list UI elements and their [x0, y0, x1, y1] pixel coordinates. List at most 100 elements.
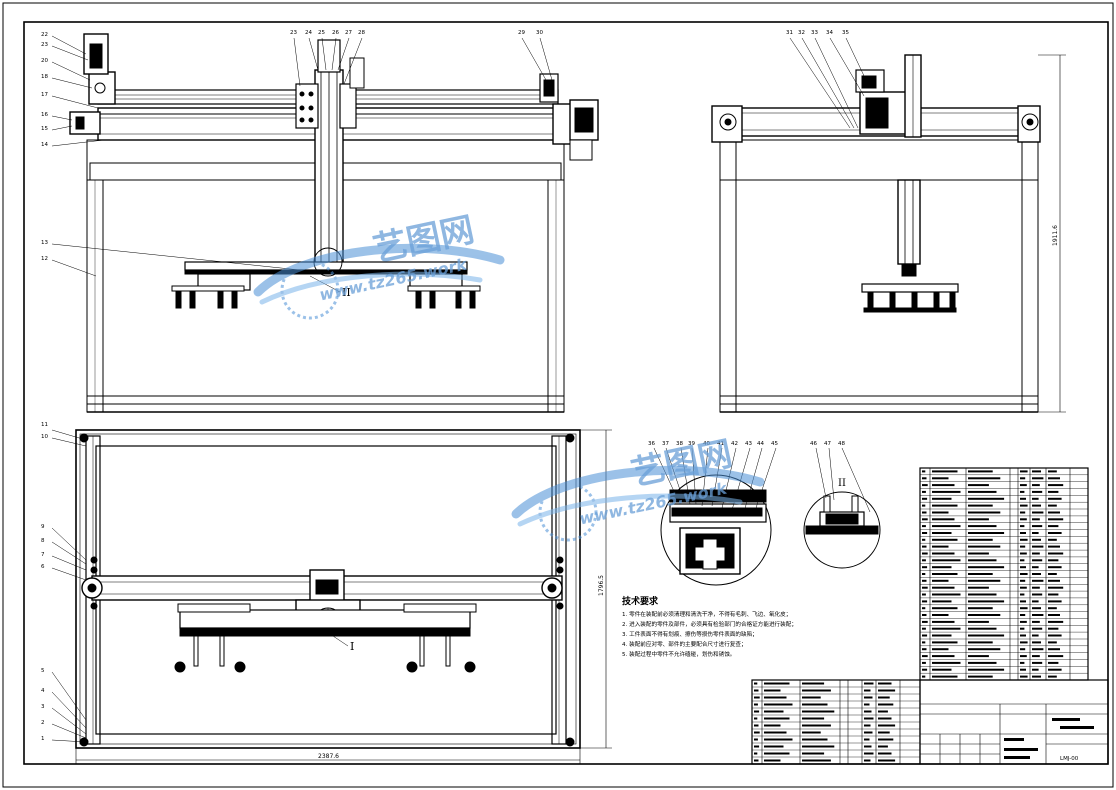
bom-cell-mark: [1032, 552, 1040, 555]
bom-cell-mark: [1048, 545, 1060, 548]
bom-cell-mark: [968, 559, 997, 562]
bom-cell-mark: [922, 641, 926, 644]
bom-cell-mark: [864, 689, 871, 692]
watermark-logo-2: [511, 465, 765, 542]
callout-number: 1: [41, 736, 45, 742]
callout-number: 47: [824, 441, 831, 447]
bom-cell-mark: [754, 689, 759, 692]
bom-cell-mark: [878, 682, 892, 685]
bom-cell-mark: [1032, 614, 1044, 616]
bom-cell-mark: [764, 710, 784, 713]
bom-cell-mark: [968, 497, 1005, 500]
bom-cell-mark: [1032, 600, 1039, 603]
bom-cell-mark: [1020, 675, 1028, 678]
detail-label-ii: II: [342, 286, 351, 299]
bom-cell-mark: [764, 752, 790, 755]
bom-cell-mark: [1020, 593, 1025, 596]
bom-cell-mark: [1032, 484, 1040, 487]
bom-cell-mark: [922, 579, 927, 582]
callout-number: 30: [536, 30, 543, 36]
bom-cell-mark: [878, 759, 896, 762]
bom-cell-mark: [1032, 634, 1039, 637]
callout-number: 43: [745, 441, 752, 447]
bom-cell-mark: [1032, 641, 1041, 644]
bom-cell-mark: [1020, 490, 1025, 493]
bom-cell-mark: [1032, 661, 1043, 664]
bom-cell-mark: [1032, 675, 1041, 678]
bom-cell-mark: [1048, 573, 1057, 575]
bom-cell-mark: [922, 593, 926, 596]
bom-cell-mark: [932, 627, 961, 630]
bom-cell-mark: [1048, 600, 1062, 603]
bom-cell-mark: [968, 484, 989, 487]
bom-cell-mark: [1048, 566, 1062, 569]
bom-cell-mark: [1020, 661, 1025, 664]
bom-cell-mark: [864, 731, 873, 734]
bom-cell-mark: [932, 668, 952, 671]
bom-cell-mark: [1032, 573, 1041, 575]
bom-cell-mark: [802, 745, 835, 748]
bom-cell-mark: [1048, 641, 1057, 644]
bom-cell-mark: [1032, 668, 1039, 671]
bom-cell-mark: [932, 532, 952, 534]
bom-cell-mark: [864, 745, 872, 748]
tech-item: 3. 工件表面不得有划痕、擦伤等损伤零件表面的缺陷；: [622, 632, 758, 638]
bom-cell-mark: [922, 470, 926, 473]
bom-cell-mark: [1020, 552, 1027, 555]
bom-cell-mark: [754, 759, 759, 762]
bom-cell-mark: [764, 745, 784, 748]
bom-cell-mark: [1032, 579, 1044, 582]
bom-cell-mark: [932, 484, 955, 487]
bom-cell-mark: [922, 566, 928, 569]
bom-cell-mark: [754, 682, 758, 685]
bom-cell-mark: [802, 717, 825, 720]
bom-cell-mark: [932, 497, 952, 500]
bom-cell-mark: [1048, 668, 1062, 671]
bom-cell-mark: [1048, 661, 1059, 664]
bom-cell-mark: [864, 759, 871, 762]
callout-number: 46: [810, 441, 817, 447]
bom-cell-mark: [1048, 532, 1062, 534]
bom-cell-mark: [1020, 641, 1028, 644]
bom-cell-mark: [1032, 566, 1039, 569]
bom-cell-mark: [932, 511, 949, 514]
title-block: [919, 679, 1109, 765]
bom-cell-mark: [1020, 504, 1028, 507]
bom-cell-mark: [1048, 490, 1059, 493]
bom-cell-mark: [922, 600, 928, 603]
bom-cell-mark: [1032, 559, 1043, 562]
bom-cell-mark: [968, 490, 997, 493]
bom-cell-mark: [968, 620, 989, 623]
bom-cell-mark: [754, 752, 758, 755]
bom-cell-mark: [932, 648, 949, 651]
bom-cell-mark: [802, 752, 825, 755]
bom-cell-mark: [968, 675, 993, 678]
bom-cell-mark: [878, 731, 890, 734]
bom-cell-mark: [1020, 655, 1027, 658]
callout-number: 20: [41, 58, 48, 64]
plan-view: [75, 429, 581, 749]
bom-cell-marks: [922, 470, 1064, 678]
bom-cell-mark: [922, 484, 928, 487]
bom-cell-mark: [1048, 620, 1064, 623]
bom-cell-mark: [802, 738, 828, 741]
bom-cell-mark: [1032, 607, 1041, 610]
bom-cell-mark: [968, 648, 1001, 651]
bom-cell-mark: [754, 710, 760, 713]
detail-ii: [803, 491, 881, 569]
bom-cell-mark: [1048, 484, 1064, 487]
bom-cell-mark: [1020, 600, 1026, 603]
bom-cell-mark: [1020, 497, 1026, 500]
title-block-fills: [1004, 718, 1094, 759]
bom-cell-mark: [1032, 525, 1043, 528]
bom-cell-mark: [878, 696, 890, 699]
bom-cell-mark: [1048, 648, 1060, 651]
bom-cell-mark: [1032, 627, 1043, 630]
bom-cell-mark: [1020, 668, 1026, 671]
bom-cell-mark: [802, 710, 835, 713]
bom-cell-mark: [922, 661, 926, 664]
bom-cell-mark: [1020, 477, 1026, 480]
bom-cell-mark: [1020, 559, 1025, 562]
bom-cell-mark: [968, 504, 993, 507]
